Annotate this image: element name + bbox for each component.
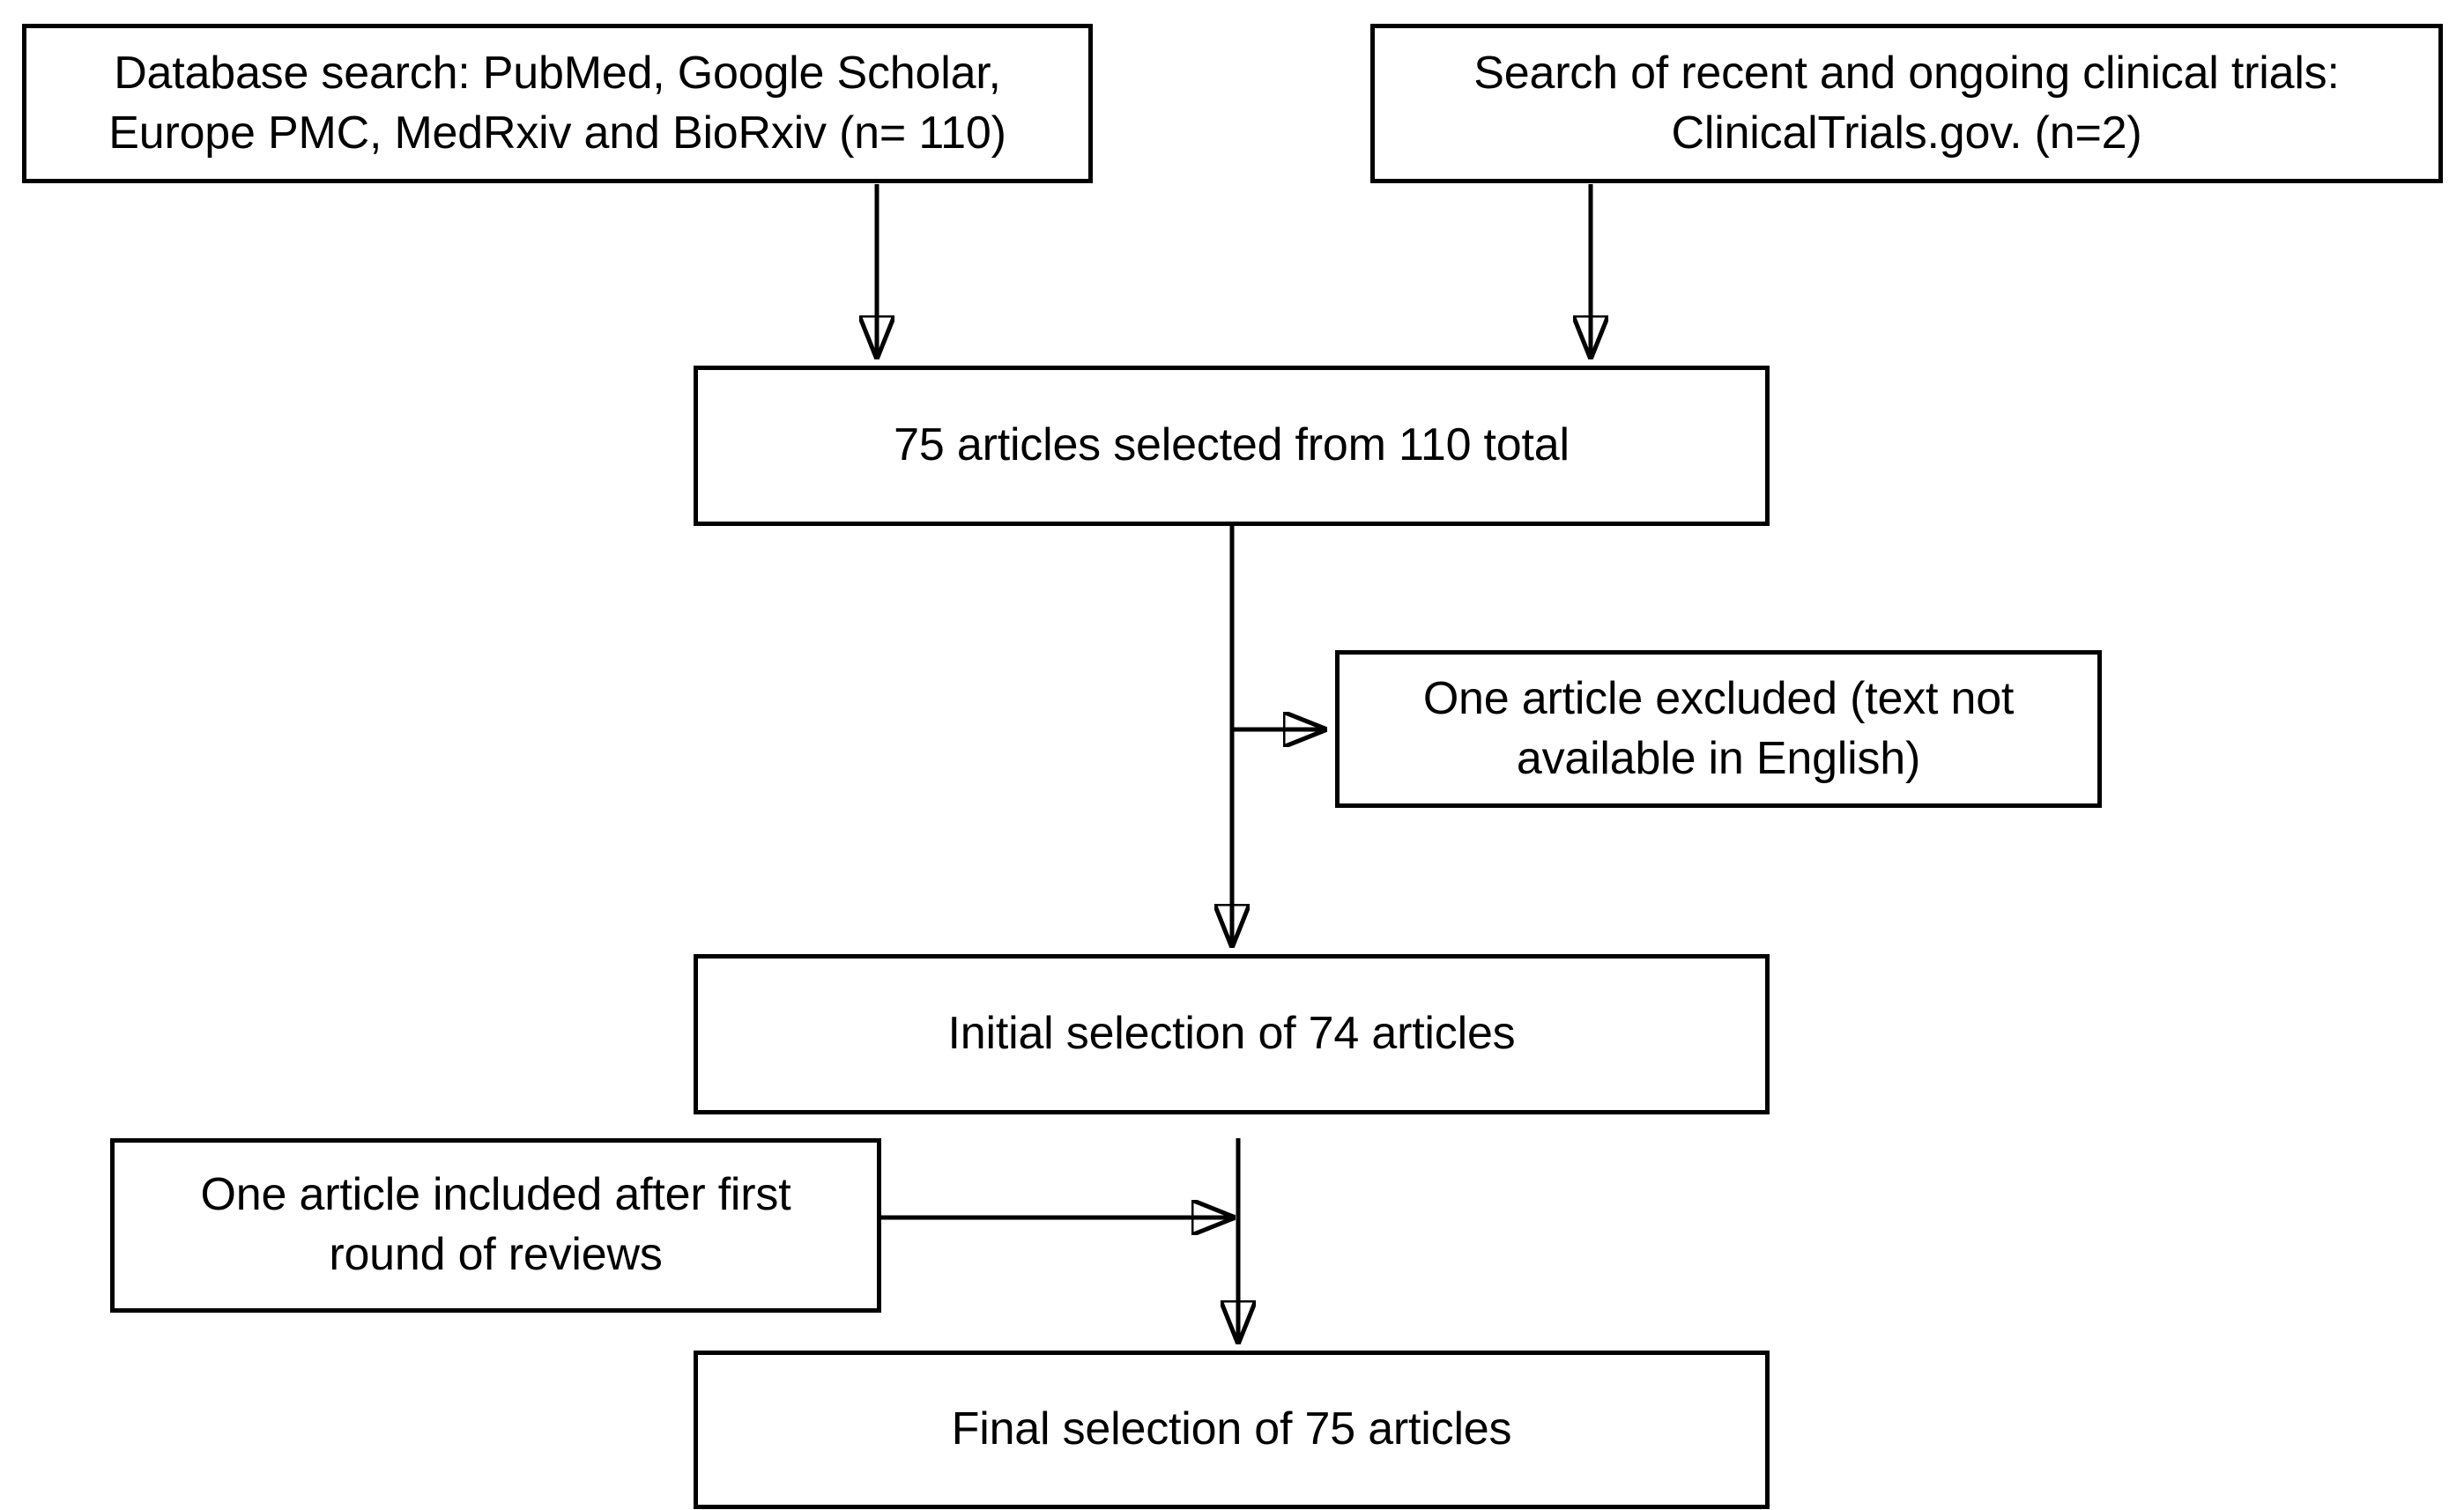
final-selection-label: Final selection of 75 articles [951,1403,1512,1455]
database-search-box: Database search: PubMed, Google Scholar,… [22,24,1093,183]
initial-selection-box: Initial selection of 74 articles [694,954,1770,1114]
clinical-trials-search-box: Search of recent and ongoing clinical tr… [1370,24,2443,183]
articles-selected-box: 75 articles selected from 110 total [694,366,1770,526]
database-search-label: Database search: PubMed, Google Scholar,… [108,47,1006,159]
clinical-trials-search-label: Search of recent and ongoing clinical tr… [1473,47,2340,159]
final-selection-box: Final selection of 75 articles [694,1351,1770,1509]
articles-selected-label: 75 articles selected from 110 total [894,419,1570,471]
initial-selection-label: Initial selection of 74 articles [947,1008,1516,1060]
